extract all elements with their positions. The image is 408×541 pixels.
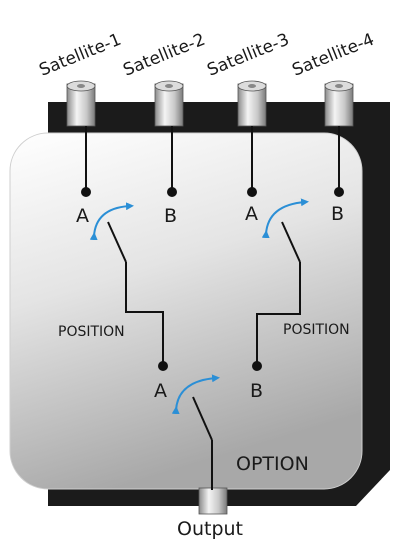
satellite-1-label: Satellite-1: [36, 30, 124, 81]
right-switch-a-label: A: [245, 203, 258, 225]
main-switch-b-label: B: [250, 380, 263, 402]
left-position-label: POSITION: [58, 324, 125, 340]
terminal-right-b: [334, 187, 344, 197]
terminal-main-b: [252, 361, 262, 371]
left-switch-a-label: A: [76, 205, 89, 227]
box-face: [9, 132, 363, 490]
toggle-arrow-main: [171, 374, 220, 415]
wire-left-to-main: [125, 262, 164, 366]
connector-satellite-4: [324, 80, 354, 127]
toggle-arrow-left: [89, 202, 134, 241]
left-switch-b-label: B: [164, 205, 177, 227]
connector-output: [198, 487, 228, 515]
wire-right-to-main: [256, 262, 301, 366]
output-label: Output: [177, 518, 243, 540]
terminal-right-a: [247, 187, 257, 197]
terminal-left-b: [167, 187, 177, 197]
right-position-label: POSITION: [283, 322, 350, 338]
terminal-left-a: [81, 187, 91, 197]
connector-satellite-1: [66, 80, 96, 127]
right-switch-b-label: B: [331, 203, 344, 225]
toggle-arrow-right: [261, 198, 309, 239]
terminal-main-a: [158, 361, 168, 371]
satellite-4-label: Satellite-4: [289, 30, 377, 81]
connector-satellite-2: [154, 80, 184, 127]
main-switch-a-label: A: [154, 380, 167, 402]
connector-satellite-3: [237, 80, 267, 127]
option-label: OPTION: [236, 453, 309, 475]
satellite-3-label: Satellite-3: [204, 30, 292, 81]
satellite-2-label: Satellite-2: [120, 30, 208, 81]
